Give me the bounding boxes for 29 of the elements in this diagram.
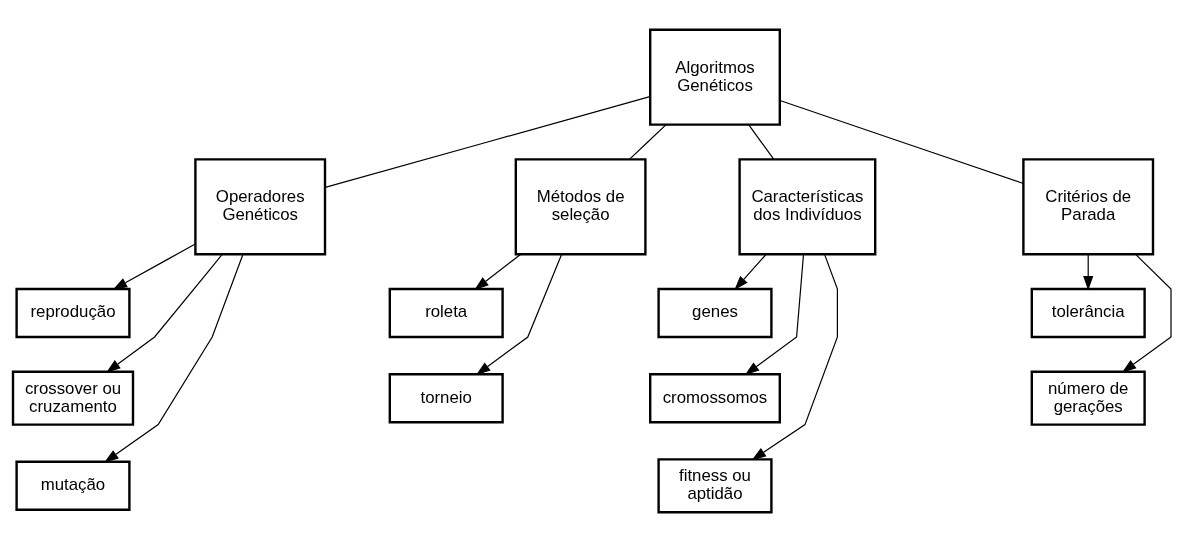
node-box: número de gerações <box>1030 370 1146 426</box>
arrow <box>474 253 522 291</box>
node-box: reprodução <box>15 287 131 339</box>
node-box: fitness ou aptidão <box>657 458 773 514</box>
arrow <box>744 253 805 376</box>
node-box: Características dos Indivíduos <box>738 158 877 256</box>
connector <box>629 124 667 160</box>
node-box: roleta <box>388 287 504 339</box>
connector <box>779 99 1024 185</box>
node-box: torneio <box>388 373 504 424</box>
arrow <box>734 253 767 291</box>
node-box: genes <box>657 287 773 339</box>
node-box: Algoritmos Genéticos <box>649 28 781 126</box>
node-box: cromossomos <box>649 373 781 424</box>
arrow <box>104 253 244 463</box>
arrow <box>1121 254 1172 373</box>
connector <box>748 124 775 160</box>
node-box: mutação <box>15 460 131 511</box>
arrow <box>106 253 223 373</box>
node-box: Métodos de seleção <box>514 158 647 256</box>
node-box: Operadores Genéticos <box>194 158 327 256</box>
node-box: crossover ou cruzamento <box>11 370 135 426</box>
node-box: tolerância <box>1030 287 1146 339</box>
arrow <box>751 254 838 461</box>
connector <box>324 96 651 188</box>
arrow <box>1083 253 1094 291</box>
arrow <box>476 253 563 376</box>
node-box: Critérios de Parada <box>1022 158 1155 256</box>
arrow <box>112 243 196 290</box>
